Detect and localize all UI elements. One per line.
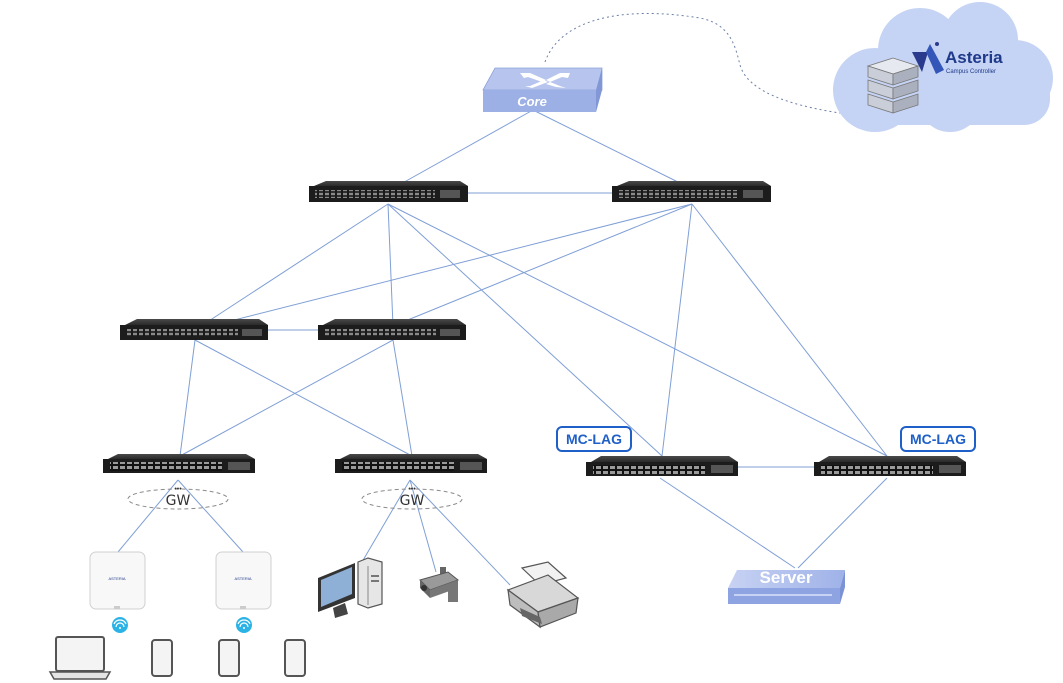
link-dist1-acc1 xyxy=(179,339,196,457)
link-mclag2-server xyxy=(797,477,888,569)
access-switch-1 xyxy=(103,454,255,473)
access-point-2: ASTERIA xyxy=(215,551,272,610)
link-agg2-dist2 xyxy=(392,203,693,327)
link-acc2-printer xyxy=(409,479,511,586)
wifi-icon-2 xyxy=(236,617,252,633)
server-stack-icon xyxy=(866,57,920,114)
gateway-left: ••• GW xyxy=(127,486,229,510)
mclag-switch-1 xyxy=(586,456,738,476)
gateway-right: ••• GW xyxy=(361,486,463,510)
server-appliance: Server xyxy=(728,568,845,604)
link-dist2-acc1 xyxy=(179,339,394,457)
ap1-brand: ASTERIA xyxy=(108,576,125,581)
link-mclag1-server xyxy=(659,477,796,569)
gateway-left-dots: ••• xyxy=(174,486,182,493)
link-acc2-camera xyxy=(409,479,437,573)
mclag-badge-right: MC-LAG xyxy=(900,426,976,452)
link-core-agg1 xyxy=(389,109,534,191)
asteria-logo-icon xyxy=(912,42,944,74)
mclag-switch-2 xyxy=(814,456,966,476)
agg-switch-1 xyxy=(309,181,468,202)
link-acc1-ap1 xyxy=(117,479,179,553)
gateway-left-label: GW xyxy=(166,493,191,509)
desktop-pc-icon xyxy=(318,557,383,618)
brand-subtitle: Campus Controller xyxy=(946,69,996,75)
link-agg1-mclag2 xyxy=(387,203,888,457)
core-label: Core xyxy=(517,94,547,109)
phone-icon-1 xyxy=(151,639,173,677)
access-point-1: ASTERIA xyxy=(89,551,146,610)
cloud-shape xyxy=(833,2,1053,132)
links xyxy=(117,12,888,586)
link-agg2-dist1 xyxy=(194,203,693,331)
link-agg1-dist1 xyxy=(194,203,389,331)
link-dist2-acc2 xyxy=(392,339,413,457)
agg-switch-2 xyxy=(612,181,771,202)
laptop-icon xyxy=(48,636,112,680)
phone-icon-3 xyxy=(284,639,306,677)
cloud-controller: Asteria Campus Controller xyxy=(833,2,1053,132)
link-agg1-mclag1 xyxy=(387,203,663,457)
cloud-management-link xyxy=(544,12,881,119)
link-agg1-dist2 xyxy=(387,203,394,327)
link-core-agg2 xyxy=(532,109,691,189)
crossed-arrows-icon xyxy=(520,73,570,88)
camera-icon xyxy=(419,567,460,602)
dist-switch-2 xyxy=(318,319,466,340)
link-acc2-pc xyxy=(361,479,411,563)
phone-icon-2 xyxy=(218,639,240,677)
link-agg2-mclag1 xyxy=(661,203,693,457)
ap2-brand: ASTERIA xyxy=(234,576,251,581)
access-switch-2 xyxy=(335,454,487,473)
server-label: Server xyxy=(760,568,813,587)
link-dist1-acc2 xyxy=(194,339,413,457)
link-acc1-ap2 xyxy=(177,479,244,553)
gateway-right-label: GW xyxy=(400,493,425,509)
link-agg2-mclag2 xyxy=(691,203,888,457)
mclag-badge-left: MC-LAG xyxy=(556,426,632,452)
dist-switch-1 xyxy=(120,319,268,340)
brand-name: Asteria xyxy=(945,48,1003,67)
core-switch: Core xyxy=(482,67,603,112)
gateway-right-dots: ••• xyxy=(408,486,416,493)
wifi-icon-1 xyxy=(112,617,128,633)
printer-icon xyxy=(506,561,580,629)
